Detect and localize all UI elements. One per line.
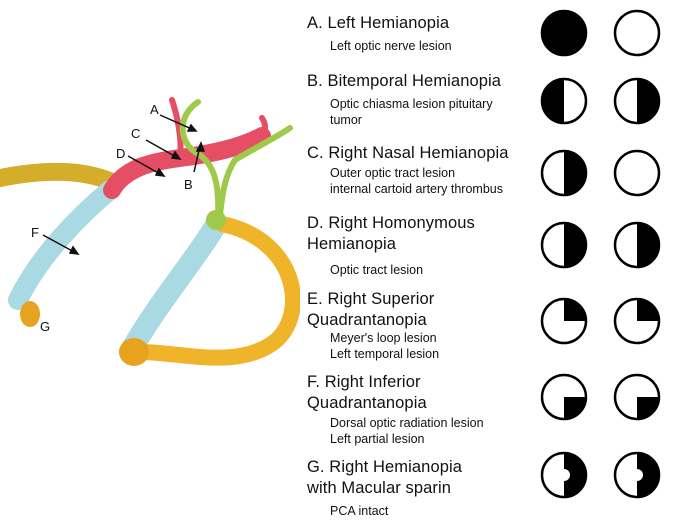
left-eye-field bbox=[539, 148, 589, 198]
field-outline bbox=[613, 297, 661, 345]
field-defect-area bbox=[542, 79, 564, 123]
optic-radiation-right-blue bbox=[119, 214, 227, 363]
marker-label-a: A bbox=[150, 102, 159, 117]
right-eye-field bbox=[612, 372, 662, 422]
meyer-loop-arc bbox=[122, 216, 300, 366]
field-defect-area bbox=[542, 11, 586, 55]
arrowhead-b bbox=[195, 141, 206, 152]
condition-description: Optic tract lesion bbox=[330, 263, 424, 277]
optic-nerve-pink-up bbox=[169, 97, 184, 161]
optic-nerve-green-up bbox=[179, 99, 222, 221]
visual-field-diagram bbox=[613, 221, 661, 269]
visual-field-diagram bbox=[613, 451, 661, 499]
field-defect-area bbox=[637, 453, 659, 497]
right-eye-field bbox=[612, 296, 662, 346]
optic-tract-green-down bbox=[217, 157, 238, 218]
arrowhead-a bbox=[186, 123, 198, 132]
field-defect-area bbox=[564, 453, 586, 497]
condition-description: Optic chiasma lesion pituitary tumor bbox=[330, 97, 493, 127]
right-eye-field bbox=[612, 148, 662, 198]
visual-pathway-illustration bbox=[0, 97, 300, 366]
arrow-d bbox=[127, 155, 163, 176]
marker-label-d: D bbox=[116, 146, 126, 161]
left-eye-field bbox=[539, 372, 589, 422]
right-eye-field bbox=[612, 8, 662, 58]
left-eye-field bbox=[539, 450, 589, 500]
arrowhead-c bbox=[170, 150, 182, 160]
left-eye-field bbox=[539, 76, 589, 126]
visual-field-diagram bbox=[540, 149, 588, 197]
field-defect-area bbox=[564, 223, 586, 267]
arrow-f bbox=[42, 234, 77, 254]
condition-description: Dorsal optic radiation lesion Left parti… bbox=[330, 416, 484, 446]
field-defect-area bbox=[637, 79, 659, 123]
occipital-cap-g bbox=[20, 301, 40, 327]
field-outline bbox=[613, 9, 661, 57]
field-outline bbox=[540, 373, 588, 421]
marker-label-b: B bbox=[184, 177, 193, 192]
visual-field-diagram bbox=[540, 221, 588, 269]
field-defect-area bbox=[637, 223, 659, 267]
optic-nerve-pink-right bbox=[259, 115, 268, 139]
field-outline bbox=[613, 451, 661, 499]
condition-description: Meyer's loop lesion Left temporal lesion bbox=[330, 331, 440, 361]
condition-title: G. Right Hemianopia with Macular sparin bbox=[307, 458, 463, 497]
visual-field-diagram bbox=[613, 149, 661, 197]
field-outline bbox=[613, 373, 661, 421]
field-outline bbox=[540, 149, 588, 197]
visual-field-diagram bbox=[540, 9, 588, 57]
visual-field-diagram bbox=[613, 297, 661, 345]
optic-radiation-left-yellow bbox=[0, 162, 121, 191]
field-outline bbox=[613, 77, 661, 125]
marker-label-g: G bbox=[40, 319, 51, 334]
macular-sparing-spot bbox=[558, 469, 570, 481]
left-eye-field bbox=[539, 8, 589, 58]
field-outline bbox=[613, 149, 661, 197]
lgn-green-node bbox=[206, 210, 226, 230]
right-eye-field bbox=[612, 450, 662, 500]
condition-title: F. Right Inferior Quadrantanopia bbox=[307, 373, 427, 412]
condition-title: E. Right Superior Quadrantanopia bbox=[307, 290, 435, 329]
field-outline bbox=[613, 221, 661, 269]
right-eye-field bbox=[612, 76, 662, 126]
optic-radiation-left-blue bbox=[8, 180, 120, 310]
condition-description: Left optic nerve lesion bbox=[330, 39, 452, 53]
visual-field-diagram bbox=[540, 373, 588, 421]
visual-field-diagram bbox=[613, 9, 661, 57]
arrowhead-d bbox=[154, 167, 166, 177]
visual-field-diagram bbox=[613, 77, 661, 125]
visual-field-diagram bbox=[613, 373, 661, 421]
condition-description: PCA intact bbox=[330, 504, 389, 518]
condition-description: Outer optic tract lesion internal cartoi… bbox=[330, 166, 503, 196]
field-outline bbox=[540, 297, 588, 345]
field-defect-area bbox=[564, 151, 586, 195]
marker-label-f: F bbox=[31, 225, 39, 240]
condition-title: D. Right Homonymous Hemianopia bbox=[307, 214, 475, 253]
arrow-a bbox=[159, 114, 195, 131]
condition-title: C. Right Nasal Hemianopia bbox=[307, 144, 509, 162]
field-outline bbox=[540, 9, 588, 57]
left-eye-field bbox=[539, 220, 589, 270]
arrowhead-f bbox=[68, 245, 80, 255]
field-background bbox=[615, 151, 659, 195]
condition-title: A. Left Hemianopia bbox=[307, 14, 450, 32]
field-outline bbox=[540, 221, 588, 269]
macular-sparing-spot bbox=[631, 469, 643, 481]
condition-title: B. Bitemporal Hemianopia bbox=[307, 72, 502, 90]
optic-nerve-green-right bbox=[232, 125, 293, 163]
right-eye-field bbox=[612, 220, 662, 270]
visual-field-diagram bbox=[540, 77, 588, 125]
visual-field-diagram bbox=[540, 297, 588, 345]
field-outline bbox=[540, 77, 588, 125]
visual-field-diagram bbox=[540, 451, 588, 499]
marker-label-c: C bbox=[131, 126, 141, 141]
field-outline bbox=[540, 451, 588, 499]
left-eye-field bbox=[539, 296, 589, 346]
field-background bbox=[615, 11, 659, 55]
lgn-yellow-node bbox=[119, 338, 149, 366]
